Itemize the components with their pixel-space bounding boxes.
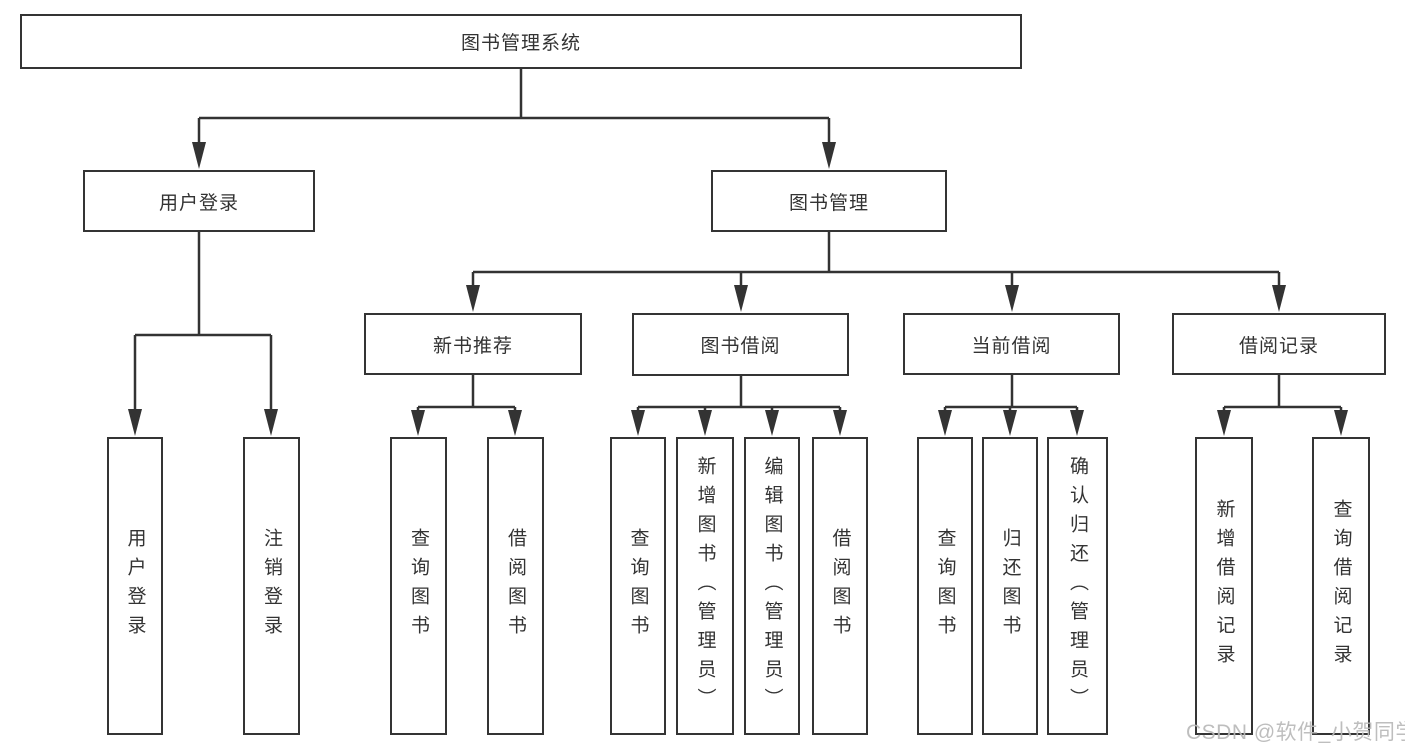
node-user-login: 用户登录 <box>83 170 315 232</box>
leaf-user-login: 用户登录 <box>107 437 163 735</box>
connector-user-login-to-leaves <box>128 232 278 436</box>
leaf-add-books-admin: 新增图书（管理员） <box>676 437 734 735</box>
leaf-return-books: 归还图书 <box>982 437 1038 735</box>
node-current-borrowing: 当前借阅 <box>903 313 1120 375</box>
leaf-borrow-books-recommend: 借阅图书 <box>487 437 544 735</box>
node-borrowing-records: 借阅记录 <box>1172 313 1386 375</box>
csdn-watermark: CSDN @软件_小贺同学 <box>1186 721 1405 744</box>
leaf-query-borrow-record: 查询借阅记录 <box>1312 437 1370 735</box>
node-new-book-recommendation: 新书推荐 <box>364 313 582 375</box>
leaf-query-books-borrowing: 查询图书 <box>610 437 666 735</box>
node-book-borrowing: 图书借阅 <box>632 313 849 376</box>
leaf-borrow-books-borrowing: 借阅图书 <box>812 437 868 735</box>
node-library-management-system: 图书管理系统 <box>20 14 1022 69</box>
connector-new-book-recommendation-to-leaves <box>411 375 522 436</box>
connector-book-borrowing-to-leaves <box>631 375 847 436</box>
leaf-query-books-recommend: 查询图书 <box>390 437 447 735</box>
leaf-edit-books-admin: 编辑图书（管理员） <box>744 437 800 735</box>
connector-borrowing-records-to-leaves <box>1217 375 1348 436</box>
leaf-confirm-return-admin: 确认归还（管理员） <box>1047 437 1108 735</box>
connector-root-to-level2 <box>192 69 836 169</box>
node-book-management: 图书管理 <box>711 170 947 232</box>
connector-book-management-to-groups <box>466 232 1286 312</box>
leaf-logout: 注销登录 <box>243 437 300 735</box>
connector-current-borrowing-to-leaves <box>938 375 1084 436</box>
leaf-query-books-current: 查询图书 <box>917 437 973 735</box>
leaf-add-borrow-record: 新增借阅记录 <box>1195 437 1253 735</box>
